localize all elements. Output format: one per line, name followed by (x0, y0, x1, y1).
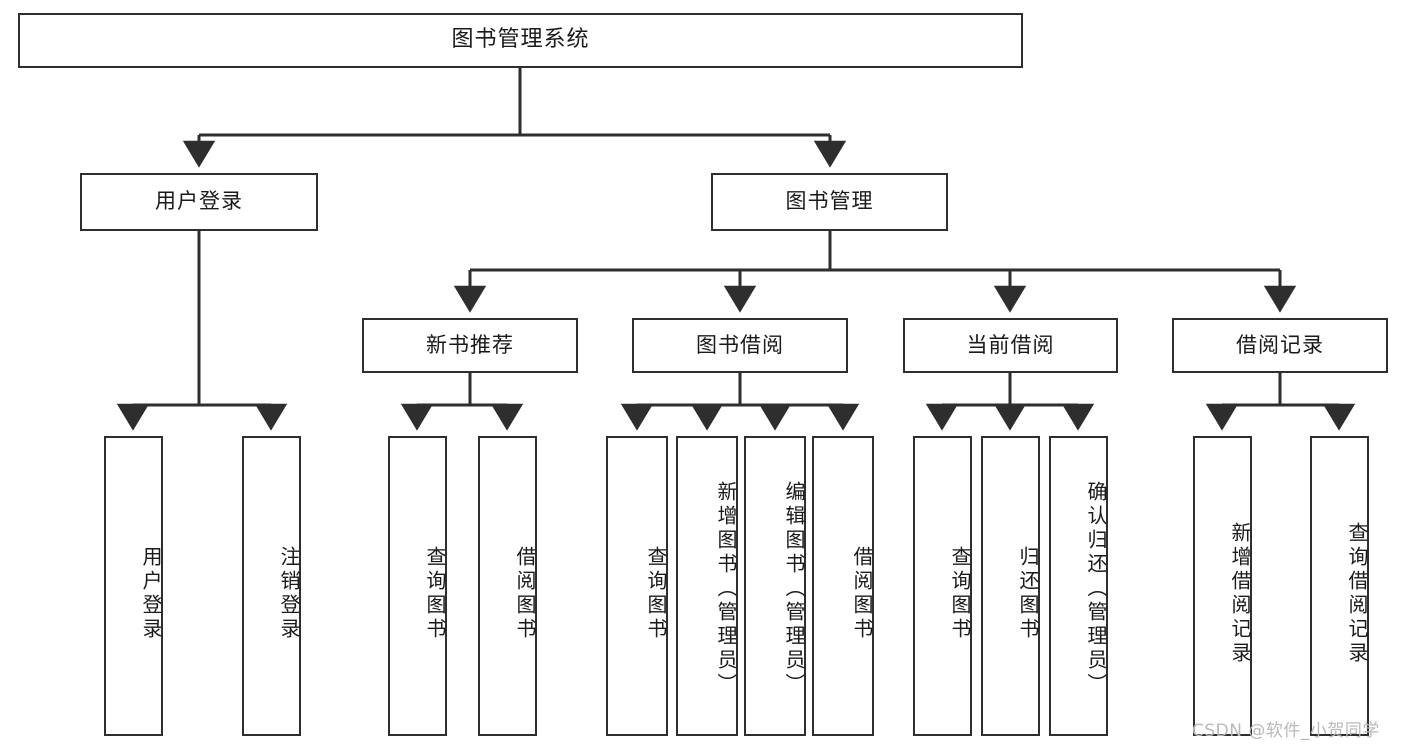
node-leaf-confirm-return-label: 确认归还（管理员） (1084, 481, 1108, 697)
node-user-login-label: 用户登录 (155, 189, 243, 214)
node-leaf-query-record-label: 查询借阅记录 (1345, 522, 1369, 666)
node-leaf-return-book-label: 归还图书 (1016, 546, 1040, 642)
node-leaf-query-book-3[interactable]: 查询图书 (913, 436, 972, 736)
node-leaf-user-login-label: 用户登录 (139, 546, 163, 642)
node-leaf-query-book-3-label: 查询图书 (948, 546, 972, 642)
node-book-borrow-label: 图书借阅 (696, 332, 784, 357)
node-leaf-edit-book[interactable]: 编辑图书（管理员） (744, 436, 806, 736)
node-book-manage-label: 图书管理 (785, 189, 874, 214)
node-book-manage[interactable]: 图书管理 (711, 173, 948, 231)
node-new-book-rec-label: 新书推荐 (426, 332, 514, 357)
node-current-borrow[interactable]: 当前借阅 (903, 318, 1118, 373)
watermark: CSDN @软件_小贺同学 (1192, 721, 1380, 741)
node-leaf-edit-book-label: 编辑图书（管理员） (782, 481, 806, 697)
node-leaf-add-book[interactable]: 新增图书（管理员） (676, 436, 738, 736)
node-root-label: 图书管理系统 (451, 27, 590, 53)
node-leaf-borrow-book-1[interactable]: 借阅图书 (478, 436, 537, 736)
node-leaf-add-record[interactable]: 新增借阅记录 (1193, 436, 1252, 736)
node-leaf-return-book[interactable]: 归还图书 (981, 436, 1040, 736)
node-leaf-add-record-label: 新增借阅记录 (1228, 522, 1252, 666)
node-borrow-record[interactable]: 借阅记录 (1172, 318, 1388, 373)
node-leaf-borrow-book-1-label: 借阅图书 (513, 546, 537, 642)
node-leaf-user-login[interactable]: 用户登录 (104, 436, 163, 736)
node-borrow-record-label: 借阅记录 (1236, 332, 1324, 357)
node-leaf-borrow-book-2-label: 借阅图书 (850, 546, 874, 642)
node-leaf-add-book-label: 新增图书（管理员） (714, 481, 738, 697)
node-leaf-query-record[interactable]: 查询借阅记录 (1310, 436, 1369, 736)
node-current-borrow-label: 当前借阅 (966, 332, 1055, 357)
node-leaf-query-book-2[interactable]: 查询图书 (606, 436, 668, 736)
node-leaf-user-logout[interactable]: 注销登录 (242, 436, 301, 736)
node-leaf-user-logout-label: 注销登录 (277, 546, 301, 642)
node-leaf-query-book-1-label: 查询图书 (423, 546, 447, 642)
node-root[interactable]: 图书管理系统 (18, 13, 1023, 68)
node-book-borrow[interactable]: 图书借阅 (632, 318, 848, 373)
node-leaf-query-book-2-label: 查询图书 (644, 546, 668, 642)
node-user-login[interactable]: 用户登录 (80, 173, 318, 231)
node-leaf-query-book-1[interactable]: 查询图书 (388, 436, 447, 736)
node-new-book-rec[interactable]: 新书推荐 (362, 318, 578, 373)
node-leaf-borrow-book-2[interactable]: 借阅图书 (812, 436, 874, 736)
node-leaf-confirm-return[interactable]: 确认归还（管理员） (1049, 436, 1108, 736)
